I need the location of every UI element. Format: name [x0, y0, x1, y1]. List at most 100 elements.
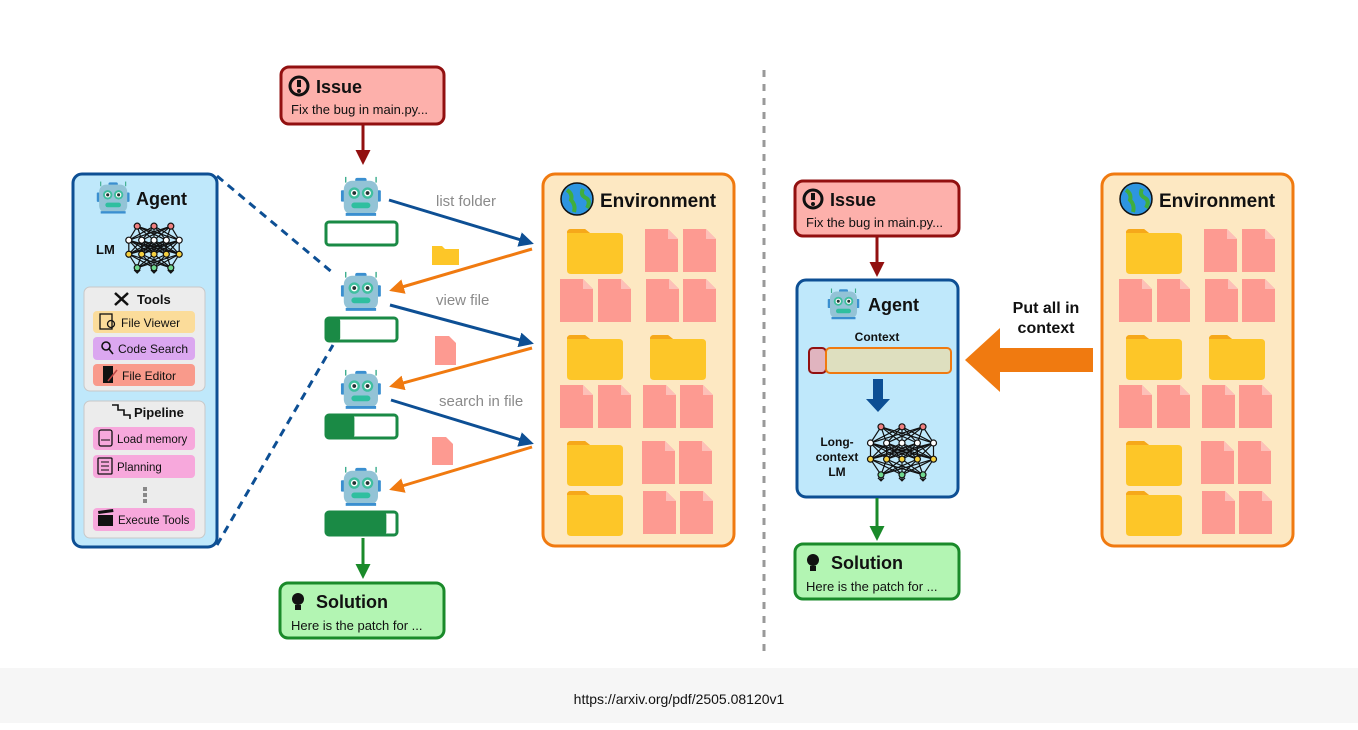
transfer-label: context	[1018, 320, 1076, 337]
issue-icon	[802, 188, 824, 210]
file-icon	[598, 279, 631, 322]
transfer-label: Put all in	[1013, 300, 1080, 317]
source-footer: https://arxiv.org/pdf/2505.08120v1	[0, 668, 1358, 723]
response-arrow	[389, 445, 533, 493]
file-icon	[1202, 385, 1235, 428]
lm-label: Long-	[820, 435, 853, 449]
issue-icon	[288, 75, 310, 97]
context-progress-bar	[324, 316, 399, 343]
issue-title: Issue	[830, 190, 876, 210]
agent-steps	[324, 176, 399, 537]
file-icon	[1242, 229, 1275, 272]
folder-result-icon	[432, 246, 459, 265]
left-agent-box: Agent LM Tools File Viewer Code Search F…	[71, 172, 219, 549]
robot-icon	[827, 288, 860, 320]
zoom-line-bottom	[215, 344, 335, 546]
right-agent-box: Agent Context Long- context LM	[795, 278, 960, 499]
clapperboard-icon	[98, 509, 114, 526]
left-solution-box: Solution Here is the patch for ...	[278, 581, 446, 640]
tools-icon	[114, 292, 129, 306]
file-icon	[643, 385, 676, 428]
globe-icon	[1119, 182, 1153, 216]
file-icon	[1119, 279, 1152, 322]
file-icon	[646, 279, 679, 322]
query-arrow	[389, 303, 534, 348]
robot-icon	[340, 466, 381, 506]
file-icon	[683, 279, 716, 322]
file-icon	[1157, 385, 1190, 428]
planning-icon	[97, 457, 113, 475]
put-in-context-arrow	[965, 328, 1093, 392]
lightbulb-icon	[807, 554, 819, 571]
right-issue-box: Issue Fix the bug in main.py...	[793, 179, 961, 238]
response-arrow	[389, 247, 533, 294]
file-icon	[680, 385, 713, 428]
file-icon	[1119, 385, 1152, 428]
action-label: view file	[436, 292, 489, 309]
file-icon	[598, 385, 631, 428]
robot-icon	[96, 181, 130, 214]
context-progress-fill	[326, 318, 341, 341]
robot-icon	[340, 369, 381, 409]
solution-title: Solution	[316, 592, 388, 612]
action-label: list folder	[436, 193, 496, 210]
file-icon	[680, 491, 713, 534]
response-arrow	[389, 346, 533, 391]
file-result-icon	[432, 437, 453, 465]
neural-network-icon	[125, 222, 183, 274]
solution-text: Here is the patch for ...	[291, 618, 423, 633]
pipeline-icon	[112, 404, 131, 419]
lm-label: LM	[828, 465, 845, 479]
context-progress-bar	[324, 220, 399, 247]
context-environment-segment	[825, 347, 952, 374]
folder-icon	[1126, 229, 1182, 274]
search-icon	[101, 341, 114, 355]
robot-icon	[340, 176, 381, 216]
ellipsis-icon	[143, 487, 147, 503]
pipeline-step: Planning	[117, 462, 162, 474]
file-icon	[645, 229, 678, 272]
memory-icon	[98, 429, 113, 447]
tool-code-search	[93, 337, 195, 360]
folder-icon	[1126, 491, 1182, 536]
folder-icon	[567, 229, 623, 274]
lightbulb-icon	[292, 593, 304, 610]
lm-label: context	[816, 450, 859, 464]
robot-icon	[827, 288, 860, 320]
right-environment-box: Environment	[1100, 172, 1295, 548]
pipeline-step: Load memory	[117, 434, 188, 446]
folder-icon	[567, 441, 623, 486]
zoom-line-top	[216, 174, 334, 275]
tool-file-editor	[93, 364, 195, 386]
right-solution-box: Solution Here is the patch for ...	[793, 542, 961, 601]
pipeline-step: Execute Tools	[118, 515, 190, 527]
tool-label: File Editor	[122, 369, 176, 383]
left-environment-box: Environment	[541, 172, 736, 548]
neural-network-icon	[866, 423, 938, 482]
file-icon	[1238, 441, 1271, 484]
file-icon	[1201, 441, 1234, 484]
context-issue-segment	[808, 347, 827, 374]
file-icon	[683, 229, 716, 272]
folder-icon	[567, 335, 623, 380]
source-url[interactable]: https://arxiv.org/pdf/2505.08120v1	[573, 691, 785, 707]
left-issue-box: Issue Fix the bug in main.py...	[279, 65, 446, 126]
diagram: Issue Fix the bug in main.py... Agent LM…	[71, 65, 1295, 652]
file-icon	[1204, 229, 1237, 272]
file-icon	[642, 441, 675, 484]
file-icon	[643, 491, 676, 534]
environment-title: Environment	[600, 191, 717, 212]
issue-text: Fix the bug in main.py...	[806, 215, 943, 230]
folder-icon	[650, 335, 706, 380]
neural-network-icon	[125, 222, 183, 274]
file-icon	[560, 385, 593, 428]
file-icon	[560, 279, 593, 322]
folder-icon	[567, 491, 623, 536]
down-arrow-icon	[866, 379, 890, 412]
file-icon	[1239, 385, 1272, 428]
context-progress-bar	[324, 413, 399, 440]
file-icon	[1202, 491, 1235, 534]
solution-text: Here is the patch for ...	[806, 579, 938, 594]
file-editor-icon	[103, 366, 118, 383]
robot-icon	[340, 271, 381, 311]
